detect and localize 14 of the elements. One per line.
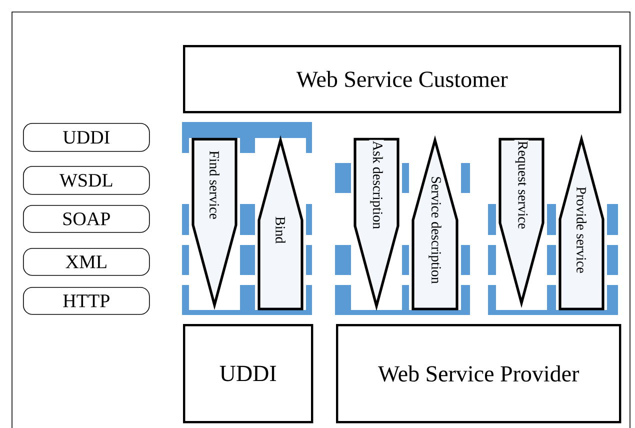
edge-label: Request service [514,140,529,230]
role-box: Web Service Provider [336,324,622,424]
edge-label: Find service [208,150,220,220]
protocol-layer-box: UDDI [23,123,150,152]
edge-label: Provide service [576,186,588,274]
protocol-layer-box: HTTP [23,287,150,315]
protocol-layer-box: SOAP [23,205,150,233]
protocol-layer-box: WSDL [23,166,150,195]
edge-label: Bind [274,215,286,245]
role-box: Web Service Customer [183,45,622,114]
role-box: UDDI [183,324,314,424]
protocol-layer-box: XML [23,248,150,276]
edge-label: Ask description [369,140,384,230]
edge-label: Service description [428,175,442,285]
